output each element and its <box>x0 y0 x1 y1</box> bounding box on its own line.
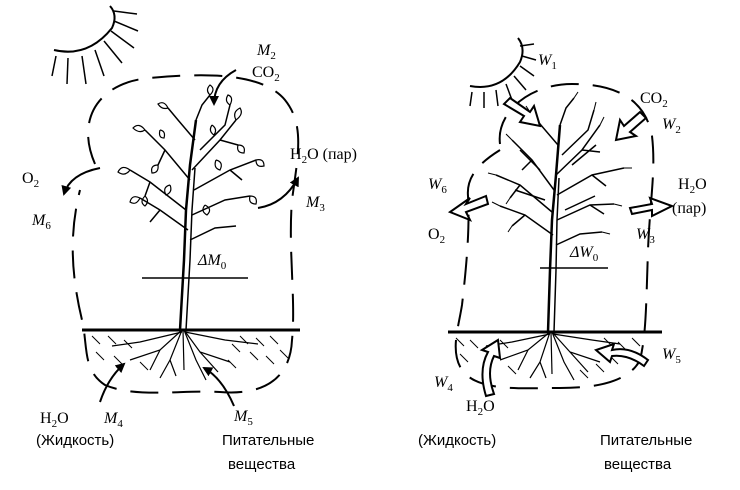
right-label-h2o-liquid: H2O <box>466 398 495 418</box>
right-label-w3: W3 <box>636 226 655 246</box>
left-label-dm0: ΔM0 <box>198 252 227 272</box>
right-label-w6: W6 <box>428 176 447 196</box>
right-label-h2o-2: (пар) <box>672 200 707 217</box>
left-label-m6: M6 <box>32 212 51 232</box>
left-label-h2o-liquid: H2O <box>40 410 69 430</box>
right-label-nutrients-1: Питательные <box>600 432 693 449</box>
left-label-co2: CO2 <box>252 64 280 84</box>
right-light-inflow-arrow <box>502 96 542 128</box>
right-label-liquid-caption: (Жидкость) <box>418 432 497 449</box>
right-boundary-dashed <box>454 82 655 390</box>
right-o2-outflow-arrow <box>447 194 490 222</box>
left-label-m2: M2 <box>257 42 276 62</box>
left-vapor-outflow-arrow <box>257 176 299 209</box>
left-label-h2o-vapor: H2O (пар) <box>290 146 357 166</box>
left-label-o2: O2 <box>22 170 40 190</box>
left-sun-icon <box>51 5 139 85</box>
right-water-inflow-arrow <box>479 338 502 398</box>
left-label-m3: M3 <box>306 194 325 214</box>
left-o2-outflow-arrow <box>61 167 101 196</box>
left-tree <box>117 84 265 331</box>
right-label-nutrients-2: вещества <box>604 456 672 473</box>
left-label-nutrients-1: Питательные <box>222 432 315 449</box>
left-nutrient-inflow-arrow <box>202 367 235 407</box>
right-roots <box>485 331 621 381</box>
left-co2-inflow-arrow <box>209 69 237 106</box>
left-water-inflow-arrow <box>99 362 126 403</box>
right-vapor-outflow-arrow <box>628 196 675 218</box>
left-label-m4: M4 <box>104 410 123 430</box>
right-label-w5: W5 <box>662 346 681 366</box>
right-label-w4: W4 <box>434 374 453 394</box>
right-nutrient-inflow-arrow <box>594 342 650 368</box>
right-label-dw0: ΔW0 <box>570 244 599 264</box>
right-flow-arrows <box>447 96 675 398</box>
right-label-w1: W1 <box>538 52 557 72</box>
right-sun-icon <box>469 37 537 108</box>
left-flow-arrows <box>61 69 299 407</box>
left-label-nutrients-2: вещества <box>228 456 296 473</box>
left-boundary-dashed <box>71 74 300 394</box>
right-label-o2: O2 <box>428 226 446 246</box>
right-label-w2: W2 <box>662 116 681 136</box>
left-roots <box>111 329 259 381</box>
right-label-h2o-1: H2O <box>678 176 707 196</box>
left-label-m5: M5 <box>234 408 253 428</box>
left-soil-hatching <box>91 335 289 371</box>
right-tree <box>487 91 632 333</box>
right-label-co2: CO2 <box>640 90 668 110</box>
right-co2-inflow-arrow <box>614 110 648 142</box>
left-label-liquid-caption: (Жидкость) <box>36 432 115 449</box>
